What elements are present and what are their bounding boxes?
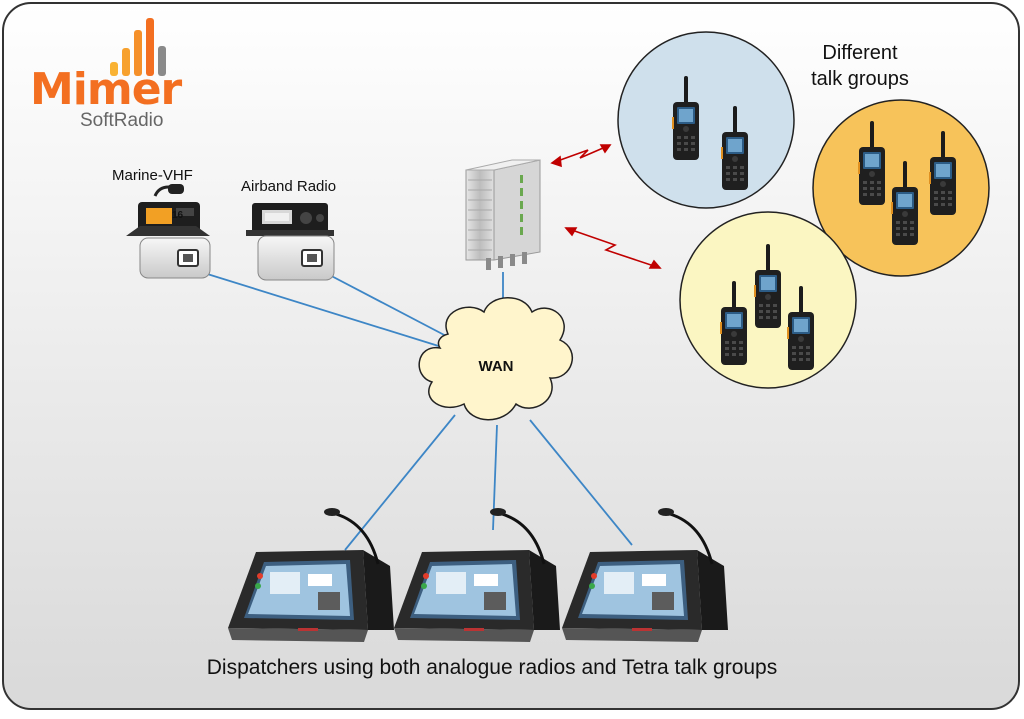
network-links — [187, 267, 633, 551]
rf-links — [550, 144, 662, 269]
wan-label: WAN — [478, 358, 514, 375]
airband-interface-box — [257, 235, 335, 281]
marine-vhf-radio-icon — [126, 184, 210, 236]
diagram-caption: Dispatchers using both analogue radios a… — [206, 656, 778, 679]
logo-bars-icon — [110, 18, 166, 76]
talk-groups-line2: talk groups — [811, 68, 909, 90]
wan-cloud — [418, 297, 573, 421]
logo-name: Mimer — [30, 64, 182, 115]
logo-subtitle: SoftRadio — [80, 110, 164, 131]
base-station-icon — [465, 159, 541, 270]
talk-group-blue — [617, 31, 795, 209]
talk-groups-label: Different talk groups — [790, 40, 930, 92]
airband-radio-label: Airband Radio — [241, 178, 337, 195]
talk-groups-line1: Different — [822, 42, 898, 64]
marine-vhf-label: Marine-VHF — [112, 167, 193, 184]
marine-interface-box — [139, 237, 211, 279]
airband-radio-icon — [246, 203, 334, 236]
marine-display-value: 16 — [172, 210, 184, 221]
